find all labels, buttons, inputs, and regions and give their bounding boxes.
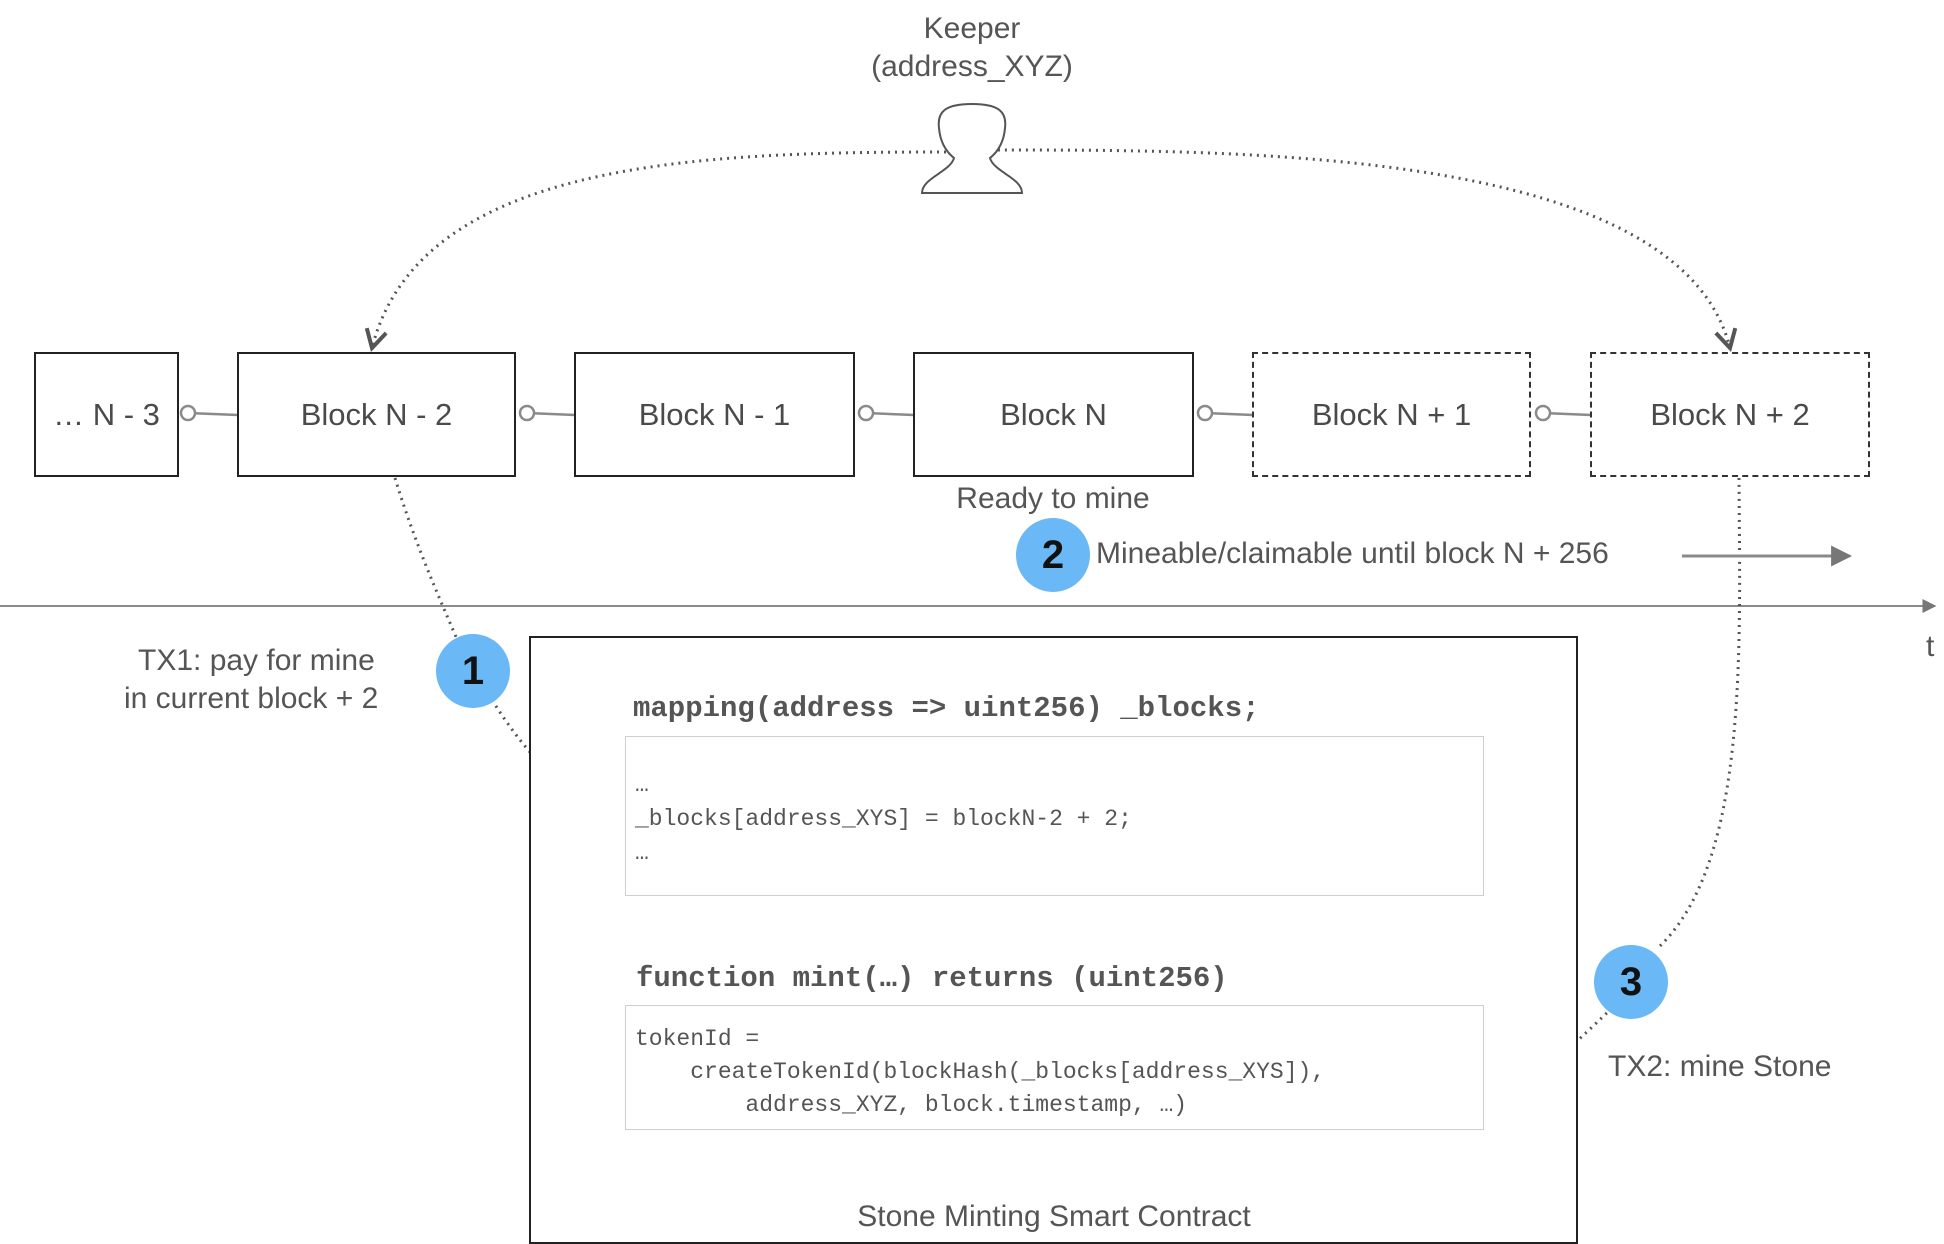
block-label: Block N - 1 bbox=[638, 396, 791, 432]
keeper-to-block-n-2-path bbox=[372, 150, 947, 348]
block-n-3: … N - 3 bbox=[34, 352, 179, 477]
block-n: Block N bbox=[913, 352, 1194, 477]
mapping-code-line: … bbox=[635, 772, 649, 798]
block-n-plus-2: Block N + 2 bbox=[1590, 352, 1870, 477]
block-label: Block N - 2 bbox=[300, 396, 453, 432]
block-n-1: Block N - 1 bbox=[574, 352, 855, 477]
mapping-code-line: … bbox=[635, 840, 649, 866]
chain-links bbox=[179, 404, 1592, 422]
smart-contract-box bbox=[529, 636, 1578, 1244]
function-code-line: tokenId = bbox=[635, 1026, 760, 1052]
block-label: Block N bbox=[1000, 396, 1107, 432]
timeline-axis-label: t bbox=[1926, 630, 1935, 663]
step-1-text-line1: TX1: pay for mine bbox=[138, 644, 375, 677]
contract-title: Stone Minting Smart Contract bbox=[857, 1200, 1251, 1233]
block-label: Block N + 1 bbox=[1311, 396, 1472, 432]
function-code-line: address_XYZ, block.timestamp, …) bbox=[635, 1092, 1188, 1118]
keeper-address: (address_XYZ) bbox=[871, 50, 1073, 83]
function-code-line: createTokenId(blockHash(_blocks[address_… bbox=[635, 1059, 1326, 1085]
block-label: … N - 3 bbox=[53, 396, 160, 432]
block-label: Block N + 2 bbox=[1650, 396, 1810, 432]
block-n-2: Block N - 2 bbox=[237, 352, 516, 477]
step-3-badge: 3 bbox=[1594, 945, 1668, 1019]
step-1-badge: 1 bbox=[436, 634, 510, 708]
function-declaration: function mint(…) returns (uint256) bbox=[636, 962, 1228, 995]
function-code-box bbox=[625, 1005, 1484, 1130]
step-1-text-line2: in current block + 2 bbox=[124, 682, 379, 715]
mapping-code-box bbox=[625, 736, 1484, 896]
mapping-code-line: _blocks[address_XYS] = blockN-2 + 2; bbox=[635, 806, 1132, 832]
step-2-badge: 2 bbox=[1016, 518, 1090, 592]
ready-to-mine-label: Ready to mine bbox=[956, 482, 1150, 515]
tx2-path bbox=[1658, 477, 1742, 948]
keeper-name: Keeper bbox=[923, 12, 1021, 45]
person-outline-icon bbox=[920, 102, 1024, 194]
block-n-plus-1: Block N + 1 bbox=[1252, 352, 1531, 477]
mapping-declaration: mapping(address => uint256) _blocks; bbox=[633, 692, 1260, 725]
keeper-to-block-n-plus-2-path bbox=[997, 148, 1730, 348]
step-3-text: TX2: mine Stone bbox=[1608, 1050, 1832, 1083]
step-2-text: Mineable/claimable until block N + 256 bbox=[1096, 537, 1609, 570]
